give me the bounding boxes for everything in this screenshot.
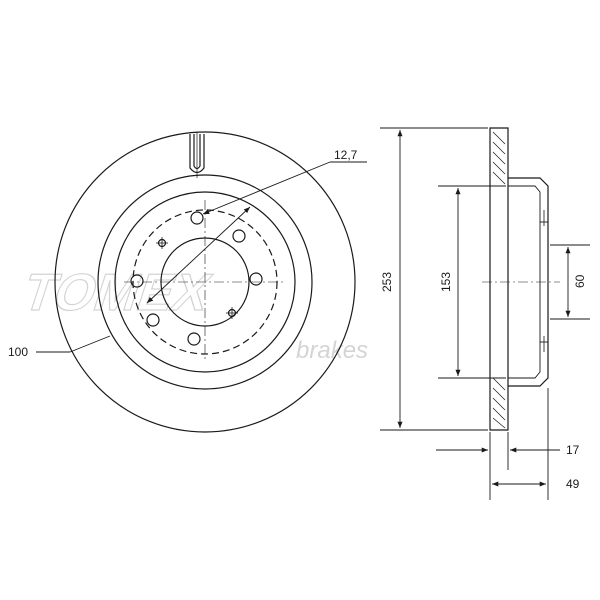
- stud-hole: [130, 274, 144, 288]
- disc-side-section: [482, 127, 560, 431]
- stud-hole-diameter-label: 12,7: [334, 148, 358, 162]
- stud-hole: [232, 229, 246, 243]
- stud-hole: [187, 332, 201, 346]
- watermark-brand: TOMEX: [15, 264, 218, 322]
- disc-outer-edge: [54, 131, 356, 433]
- total-height-label: 49: [566, 477, 580, 491]
- thickness-label: 17: [566, 443, 580, 457]
- watermark-sub: brakes: [296, 337, 368, 364]
- center-bore-label: 60: [573, 274, 587, 288]
- friction-ring-inner-edge: [97, 174, 313, 390]
- vent-hatching: [492, 131, 506, 429]
- hat-diameter-label: 153: [439, 272, 453, 292]
- bolt-circle-label: 100: [8, 345, 28, 359]
- stud-hole-leader: [202, 161, 331, 215]
- outer-diameter-label: 253: [380, 272, 394, 292]
- brand-watermark: TOMEX brakes: [15, 264, 368, 364]
- hat-outer-edge: [114, 191, 296, 373]
- stud-hole: [249, 272, 263, 286]
- side-dimensions: [380, 127, 590, 500]
- drain-slot: [189, 132, 205, 178]
- friction-ring-section: [489, 127, 509, 431]
- bolt-circle-dimension-line: [146, 206, 251, 304]
- stud-hole: [146, 313, 160, 327]
- disc-front-view: [36, 131, 367, 433]
- stud-hole: [190, 211, 204, 225]
- hat-section: [508, 177, 549, 387]
